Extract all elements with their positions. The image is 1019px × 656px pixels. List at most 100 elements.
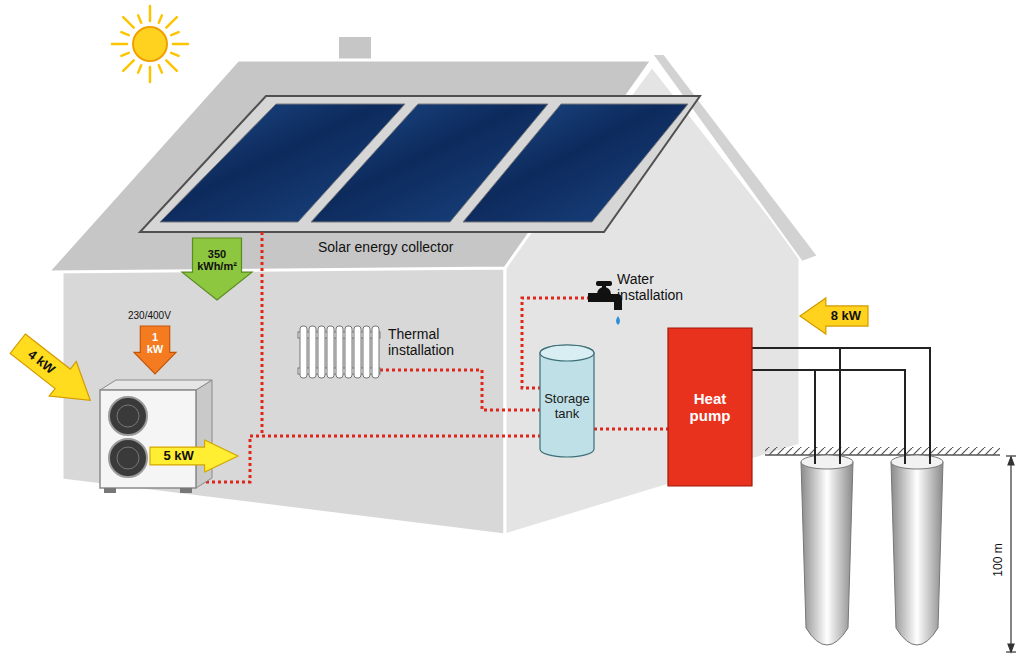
shape-fill bbox=[800, 298, 868, 334]
text-box: 350 kWh/m² bbox=[193, 238, 241, 283]
outdoor-unit-part bbox=[180, 488, 192, 493]
outdoor-unit-part bbox=[100, 390, 196, 488]
house bbox=[48, 36, 818, 535]
shape-fill bbox=[668, 328, 752, 486]
outdoor-unit-part bbox=[109, 397, 147, 435]
ground-loop-part bbox=[801, 455, 853, 469]
water-tap bbox=[588, 281, 622, 325]
roof-edge bbox=[652, 54, 818, 262]
energy-arrow: 8 kW bbox=[800, 298, 868, 334]
node-text: Storage tank bbox=[543, 392, 592, 422]
voltage-label: 230/400V bbox=[128, 310, 171, 322]
text-box: 8 kW bbox=[826, 305, 866, 327]
node-text: 1 kW bbox=[145, 331, 165, 356]
energy-arrow: 350 kWh/m² bbox=[182, 238, 252, 300]
sun-part bbox=[171, 53, 178, 56]
depth-dimension-part bbox=[1010, 457, 1011, 652]
radiator-part bbox=[318, 326, 325, 378]
radiator-part bbox=[300, 326, 307, 378]
sun-part bbox=[121, 32, 128, 35]
text-box: 1 kW bbox=[145, 326, 165, 361]
ground-loop-part bbox=[765, 447, 1000, 455]
label-text: Solar energy collector bbox=[318, 239, 453, 255]
sun-part bbox=[121, 53, 128, 56]
sun-part bbox=[166, 60, 177, 71]
ground-loop-part bbox=[752, 348, 930, 464]
sun-part bbox=[138, 15, 141, 22]
shape-fill bbox=[540, 345, 594, 457]
ground-loop-part bbox=[801, 462, 853, 645]
collector-label: Solar energy collector bbox=[318, 239, 453, 255]
ground-loop bbox=[752, 348, 1000, 645]
node-text: 4 kW bbox=[25, 347, 58, 377]
heat-pump-box: Heat pump bbox=[668, 328, 752, 486]
water-tap-part bbox=[602, 284, 606, 290]
radiator-part bbox=[363, 326, 370, 378]
dimension-label: 100 m bbox=[992, 543, 1006, 576]
outdoor-unit-part bbox=[117, 447, 139, 469]
node-text: Heat pump bbox=[673, 390, 747, 425]
radiator-label: Thermal installation bbox=[388, 326, 480, 358]
sun-part bbox=[173, 43, 188, 46]
pipe-connector bbox=[594, 428, 668, 431]
sun-part bbox=[159, 15, 162, 22]
sun-part bbox=[149, 67, 152, 82]
radiator-part bbox=[309, 326, 316, 378]
label-text: 100 m bbox=[992, 543, 1006, 576]
radiator-part bbox=[372, 326, 379, 378]
water-tap-part bbox=[616, 316, 620, 325]
outdoor-unit-part bbox=[100, 380, 212, 390]
outdoor-unit bbox=[100, 380, 212, 493]
sun-part bbox=[171, 32, 178, 35]
solar-collector-part bbox=[463, 104, 688, 222]
pipework bbox=[206, 232, 590, 482]
sun bbox=[112, 6, 188, 82]
tank-top bbox=[540, 345, 594, 361]
storage-tank: Storage tank bbox=[540, 345, 594, 457]
node-text: 350 kWh/m² bbox=[193, 248, 241, 273]
ground-loop-part-part bbox=[839, 348, 841, 464]
radiator-part bbox=[336, 326, 343, 378]
pipework-part bbox=[380, 370, 540, 410]
shape-outline bbox=[150, 440, 238, 472]
outdoor-unit-part bbox=[104, 488, 116, 493]
sun-part bbox=[166, 17, 177, 28]
text-box: 5 kW bbox=[153, 446, 205, 465]
node-text: 5 kW bbox=[163, 449, 193, 464]
ground-loop-part bbox=[891, 462, 943, 645]
pipework-part bbox=[261, 232, 264, 436]
outdoor-unit-part bbox=[109, 439, 147, 477]
energy-arrow: 5 kW bbox=[150, 440, 238, 472]
label-text: 230/400V bbox=[128, 310, 171, 322]
shape-fill bbox=[182, 238, 252, 300]
pipework-part bbox=[206, 436, 540, 482]
ground-loop-part-part bbox=[752, 348, 930, 464]
text-box: Storage tank bbox=[543, 361, 592, 453]
depth-dimension-part bbox=[1008, 644, 1014, 652]
sun-part bbox=[133, 27, 167, 61]
sun-part bbox=[112, 43, 127, 46]
shape-fill bbox=[150, 440, 238, 472]
node-text: 8 kW bbox=[831, 309, 861, 324]
solar-collector bbox=[140, 96, 700, 232]
depth-dimension bbox=[1006, 456, 1016, 652]
sun-part bbox=[159, 65, 162, 72]
ground-loop-part-part bbox=[814, 370, 816, 464]
ground-loop-part-part bbox=[752, 370, 905, 464]
ground-loop-part bbox=[765, 454, 1000, 456]
radiator-part bbox=[327, 326, 334, 378]
radiator-part bbox=[354, 326, 361, 378]
front-wall bbox=[62, 268, 505, 535]
depth-dimension-part bbox=[1008, 457, 1014, 465]
radiator-part bbox=[345, 326, 352, 378]
tap-label: Water installation bbox=[617, 271, 709, 303]
text-box: Heat pump bbox=[673, 334, 747, 479]
solar-collector-part bbox=[140, 96, 700, 232]
power-arrow: 1 kW bbox=[134, 326, 176, 374]
outdoor-unit-part bbox=[117, 405, 139, 427]
ground-loop-part bbox=[891, 455, 943, 469]
radiator bbox=[298, 326, 380, 378]
sun-part bbox=[123, 60, 134, 71]
shape-fill bbox=[4, 326, 104, 417]
